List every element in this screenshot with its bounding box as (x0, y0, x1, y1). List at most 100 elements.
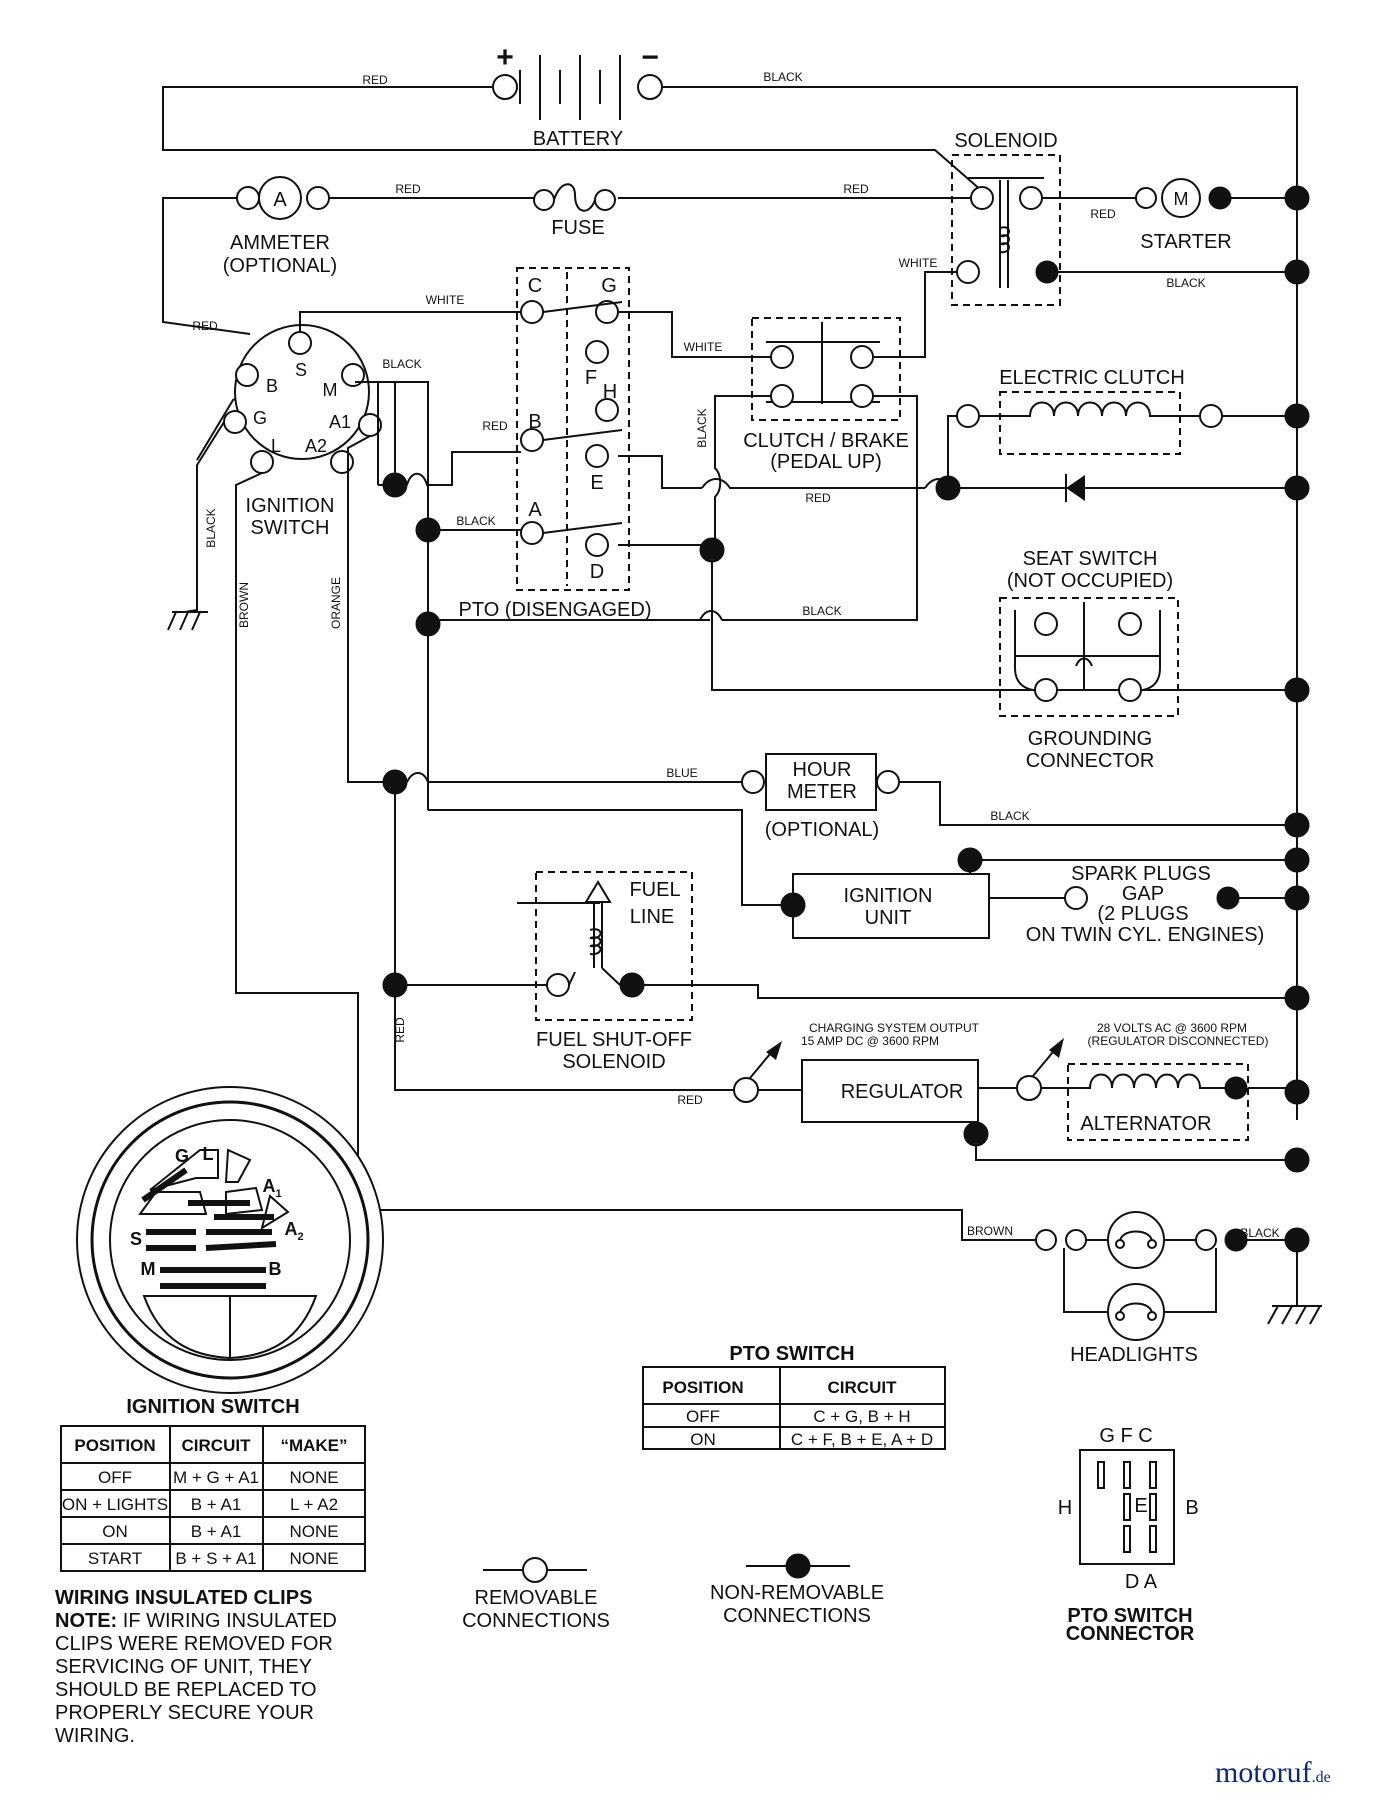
solenoid-label: SOLENOID (954, 130, 1057, 152)
wire-label-black: BLACK (1166, 276, 1205, 290)
regulator-alternator: CHARGING SYSTEM OUTPUT 15 AMP DC @ 3600 … (733, 1021, 1310, 1173)
pto-terminal-B: B (528, 411, 541, 433)
regulator-box (801, 1059, 979, 1123)
volts-label-2: (REGULATOR DISCONNECTED) (1088, 1034, 1269, 1048)
ignition-switch-body (234, 324, 370, 460)
headlights-label: HEADLIGHTS (1070, 1344, 1198, 1366)
ground-left: BLACK (167, 421, 225, 631)
ground-right (1267, 1240, 1322, 1325)
ignition-switch-table: IGNITION SWITCH POSITION CIRCUIT “MAKE” … (60, 1396, 366, 1572)
wire-label-brown: BROWN (967, 1224, 1013, 1238)
seat-switch-box (999, 597, 1179, 717)
ignition-switch-label: IGNITION (246, 495, 335, 517)
alternator-label: ALTERNATOR (1080, 1113, 1211, 1135)
clutch-brake-label: CLUTCH / BRAKE (743, 430, 909, 452)
wire-label-black: BLACK (990, 809, 1029, 823)
pto-connector-left: H (1058, 1497, 1072, 1519)
face-S: S (130, 1229, 142, 1249)
hour-meter-optional: (OPTIONAL) (765, 819, 879, 841)
hour-meter-label: HOUR (793, 759, 852, 781)
legend-removable-2: CONNECTIONS (462, 1610, 610, 1632)
spark-count-label: (2 PLUGS (1097, 903, 1188, 925)
fuse-label: FUSE (551, 217, 604, 239)
ammeter-symbol: A (273, 189, 287, 211)
seat-switch: SEAT SWITCH (NOT OCCUPIED) GROUNDING CON… (999, 548, 1310, 772)
electric-clutch-label: ELECTRIC CLUTCH (999, 367, 1185, 389)
table-cell: NONE (289, 1468, 338, 1487)
starter-symbol: M (1174, 189, 1189, 209)
wire-label-black: BLACK (695, 408, 709, 447)
spark-plugs-label: SPARK PLUGS (1071, 863, 1211, 885)
face-A1: A1 (262, 1176, 281, 1200)
pto-col-circuit: CIRCUIT (828, 1378, 898, 1397)
pto-switch: C G F H B E A D PTO (DISENGAGED) (459, 267, 652, 621)
watermark: motoruf.de (1215, 1756, 1331, 1789)
wiring-note: WIRING INSULATED CLIPS NOTE: IF WIRING I… (55, 1587, 337, 1747)
pto-connector-bottom: D A (1125, 1571, 1158, 1593)
pto-switch-table: PTO SWITCH POSITION CIRCUIT OFF C + G, B… (642, 1343, 946, 1450)
table-cell: C + G, B + H (813, 1407, 910, 1426)
spark-engine-label: ON TWIN CYL. ENGINES) (1026, 924, 1265, 946)
table-cell: START (88, 1549, 142, 1568)
table-cell: ON (102, 1522, 128, 1541)
table-cell: L + A2 (290, 1495, 338, 1514)
volts-label: 28 VOLTS AC @ 3600 RPM (1097, 1021, 1247, 1035)
hour-meter-label-2: METER (787, 781, 857, 803)
table-cell: ON (690, 1430, 716, 1449)
wire-label-black: BLACK (802, 604, 841, 618)
ignition-unit-label: IGNITION (844, 885, 933, 907)
pto-terminal-F: F (585, 367, 597, 389)
clutch-brake-label-2: (PEDAL UP) (770, 451, 882, 473)
table-cell: OFF (98, 1468, 132, 1487)
face-L: L (203, 1144, 214, 1164)
wire-label-black: BLACK (763, 70, 802, 84)
ammeter-label: AMMETER (230, 232, 330, 254)
fuel-line-label: FUEL (629, 879, 680, 901)
right-bus (1284, 185, 1310, 285)
wire-label-white: WHITE (684, 340, 723, 354)
note-line-1: NOTE: IF WIRING INSULATED (55, 1610, 337, 1632)
wire-label-red: RED (395, 182, 421, 196)
top-circuit: A AMMETER (OPTIONAL) FUSE RED RED SOLENO… (162, 130, 1297, 335)
terminal-A1: A1 (329, 412, 351, 432)
wire-label-white: WHITE (899, 256, 938, 270)
pto-connector-title-2: CONNECTOR (1066, 1623, 1195, 1645)
alternator-box (1067, 1063, 1249, 1141)
note-title: WIRING INSULATED CLIPS (55, 1587, 312, 1609)
hour-meter-box (765, 753, 877, 811)
note-line-3: SERVICING OF UNIT, THEY (55, 1656, 312, 1678)
wire-label-orange: ORANGE (329, 577, 343, 629)
wiring-middle: WHITE WHITE BLACK BLACK RED BLACK RED (364, 256, 1290, 810)
pto-label: PTO (DISENGAGED) (459, 599, 652, 621)
ignition-table-title: IGNITION SWITCH (126, 1396, 299, 1418)
pto-col-position: POSITION (662, 1378, 743, 1397)
fuel-line-label-2: LINE (630, 906, 674, 928)
wire-label-black: BLACK (1240, 1226, 1279, 1240)
legend-removable: REMOVABLE (475, 1587, 598, 1609)
pto-terminal-G: G (601, 275, 617, 297)
ign-col-position: POSITION (74, 1436, 155, 1455)
grounding-connector-label: GROUNDING (1028, 728, 1152, 750)
ignition-switch: B S M G A1 L A2 IGNITION SWITCH RED BLAC… (192, 293, 532, 539)
wire-label-red: RED (393, 1017, 407, 1043)
face-B: B (269, 1259, 282, 1279)
ignition-switch-label-2: SWITCH (251, 517, 330, 539)
pto-terminal-A: A (528, 499, 542, 521)
regulator-label: REGULATOR (841, 1081, 964, 1103)
note-line-2: CLIPS WERE REMOVED FOR (55, 1633, 333, 1655)
terminal-G: G (253, 408, 267, 428)
pto-connector-title: PTO SWITCH (1067, 1605, 1192, 1627)
fuel-solenoid-label-2: SOLENOID (562, 1051, 665, 1073)
terminal-B: B (266, 376, 278, 396)
pto-terminal-D: D (590, 561, 604, 583)
wire-label-black: BLACK (456, 514, 495, 528)
wire-label-red: RED (805, 491, 831, 505)
hour-meter: BLUE HOUR METER (OPTIONAL) BLACK (406, 753, 1310, 906)
wire-label-red: RED (677, 1093, 703, 1107)
battery-minus: − (641, 41, 659, 74)
wire-label-red: RED (843, 182, 869, 196)
ignition-unit: IGNITION UNIT SPARK PLUGS GAP (2 PLUGS O… (780, 847, 1310, 946)
table-cell: C + F, B + E, A + D (791, 1430, 933, 1449)
terminal-A2: A2 (305, 436, 327, 456)
